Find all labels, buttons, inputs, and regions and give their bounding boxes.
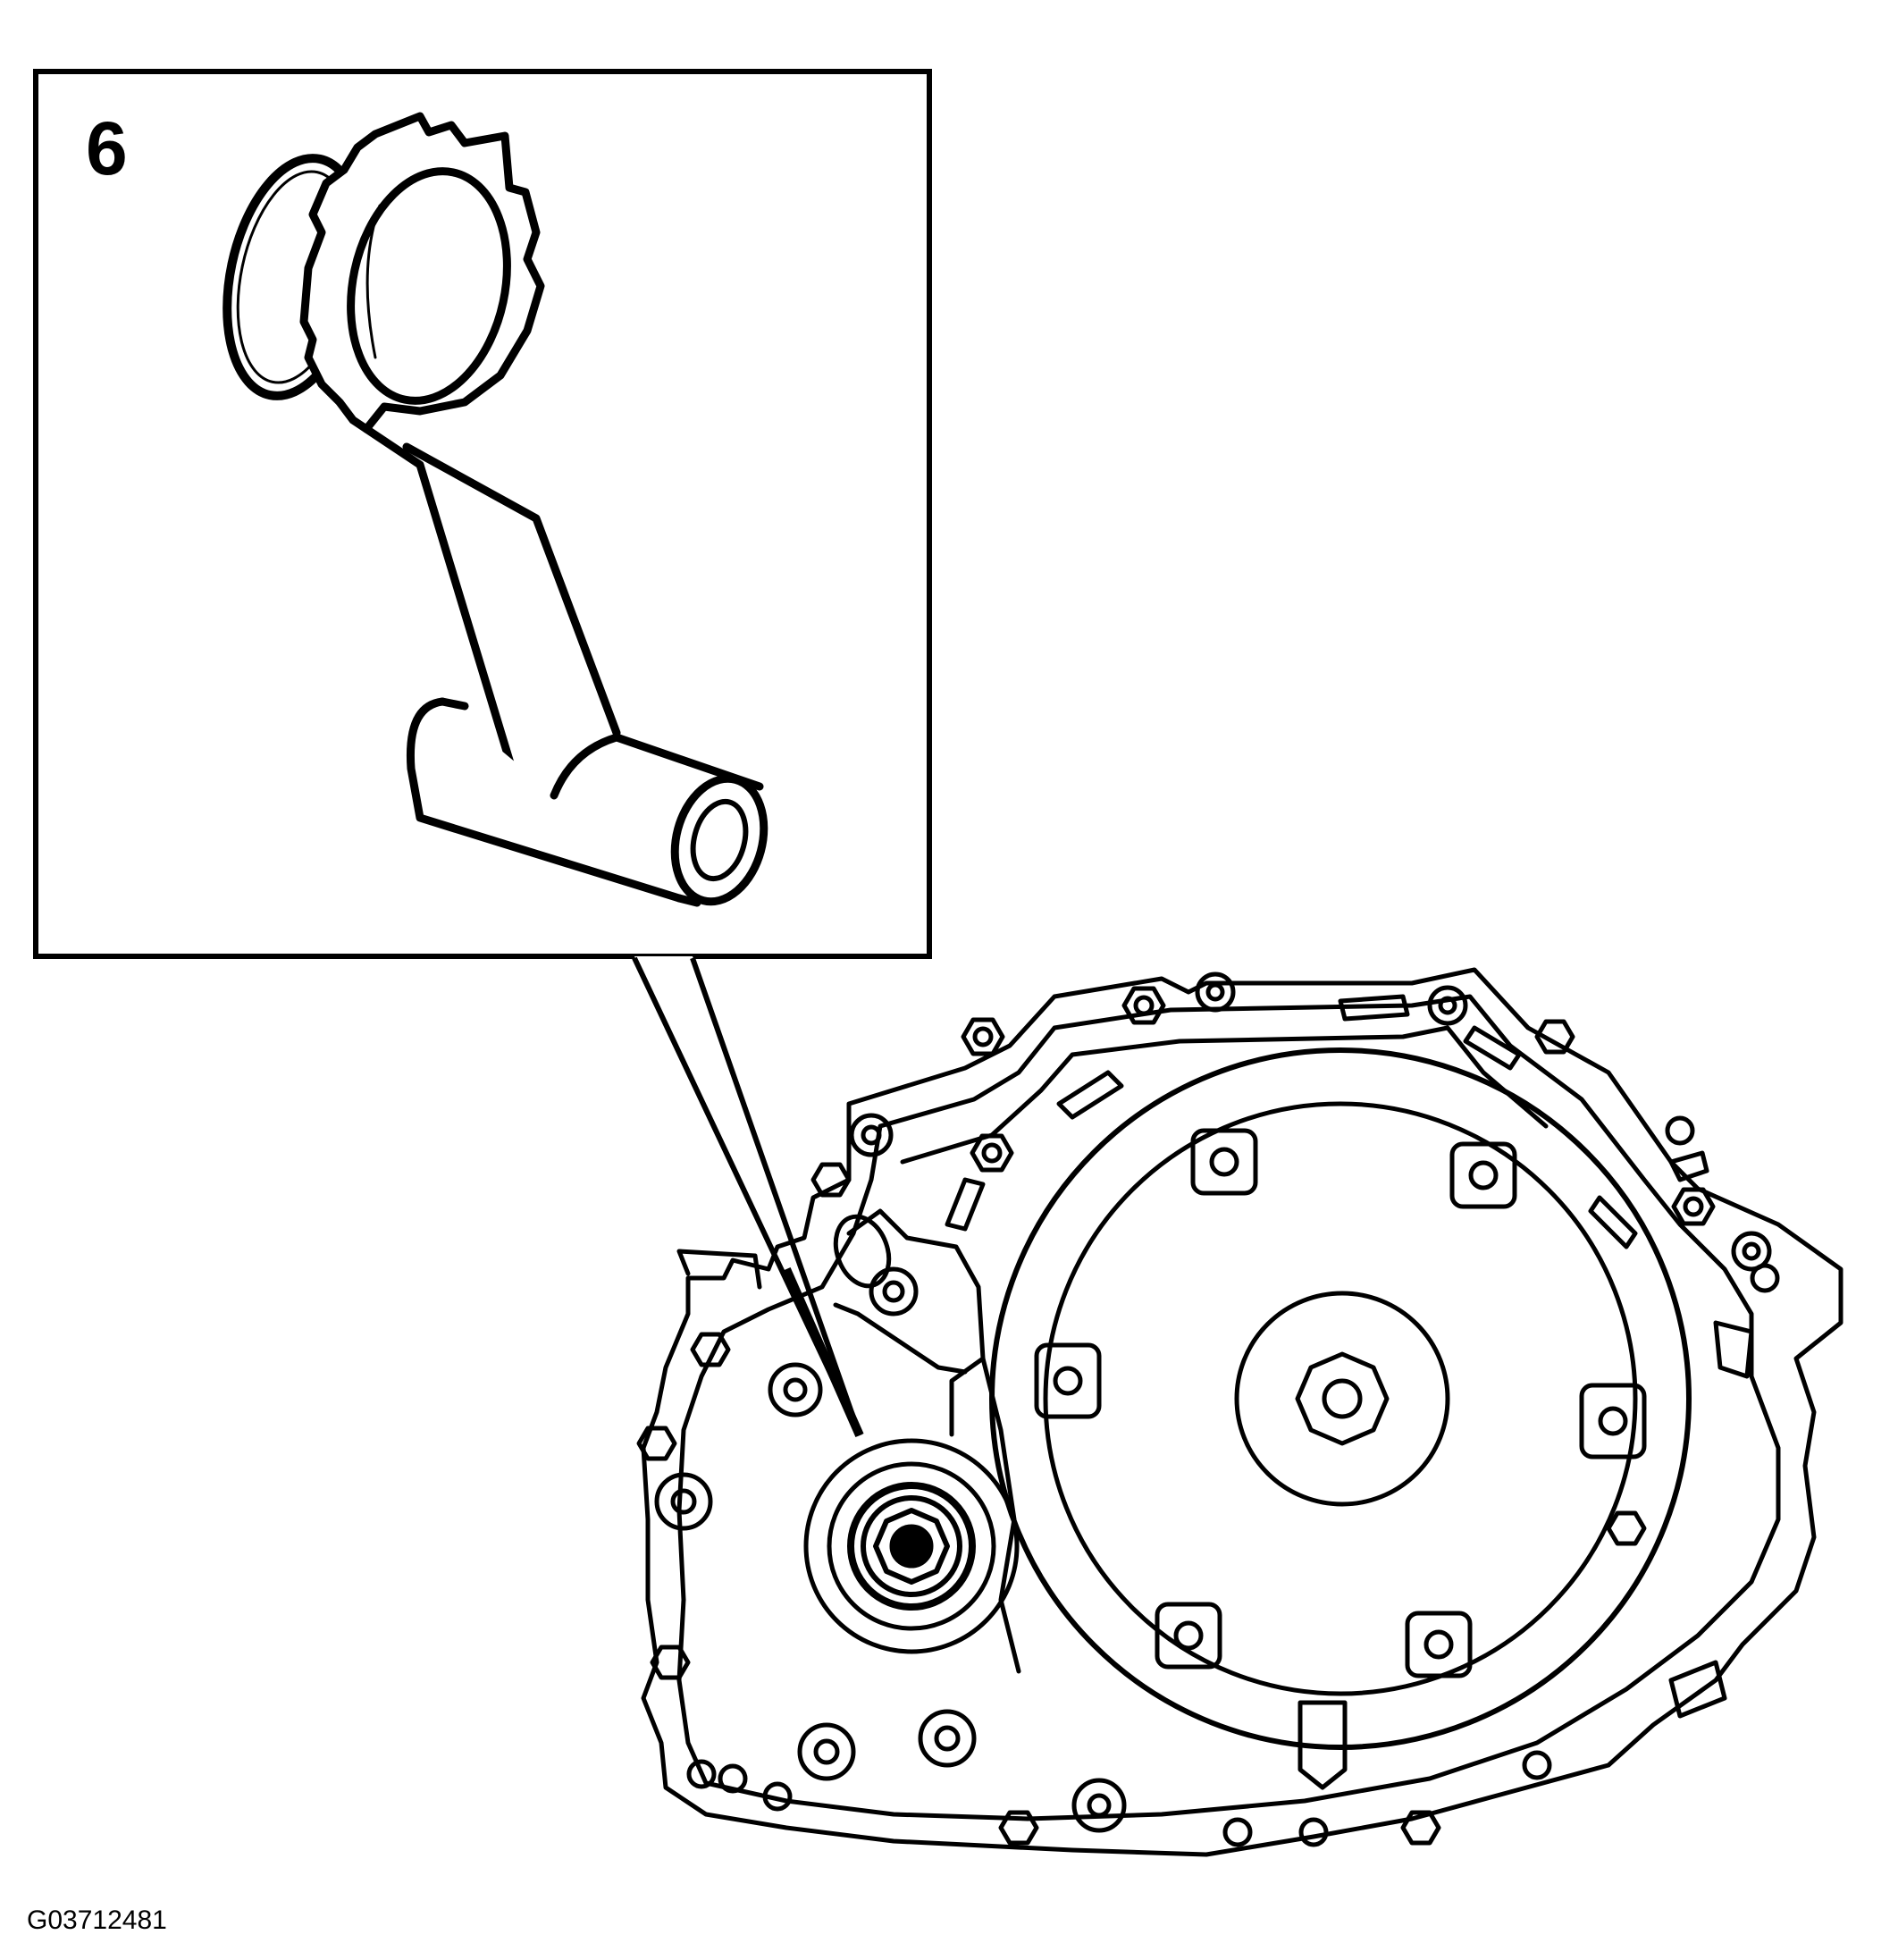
output-shaft-seal	[803, 1438, 1020, 1654]
callout-inset: 6	[33, 69, 932, 959]
callout-number: 6	[86, 106, 128, 190]
mounting-lugs	[1034, 1128, 1647, 1678]
removal-tool-icon	[223, 112, 768, 907]
transaxle-housing-icon	[636, 967, 1843, 1857]
housing-bolts	[636, 972, 1780, 1847]
callout-pointer	[632, 956, 864, 1438]
figure-id: G03712481	[27, 1905, 167, 1935]
